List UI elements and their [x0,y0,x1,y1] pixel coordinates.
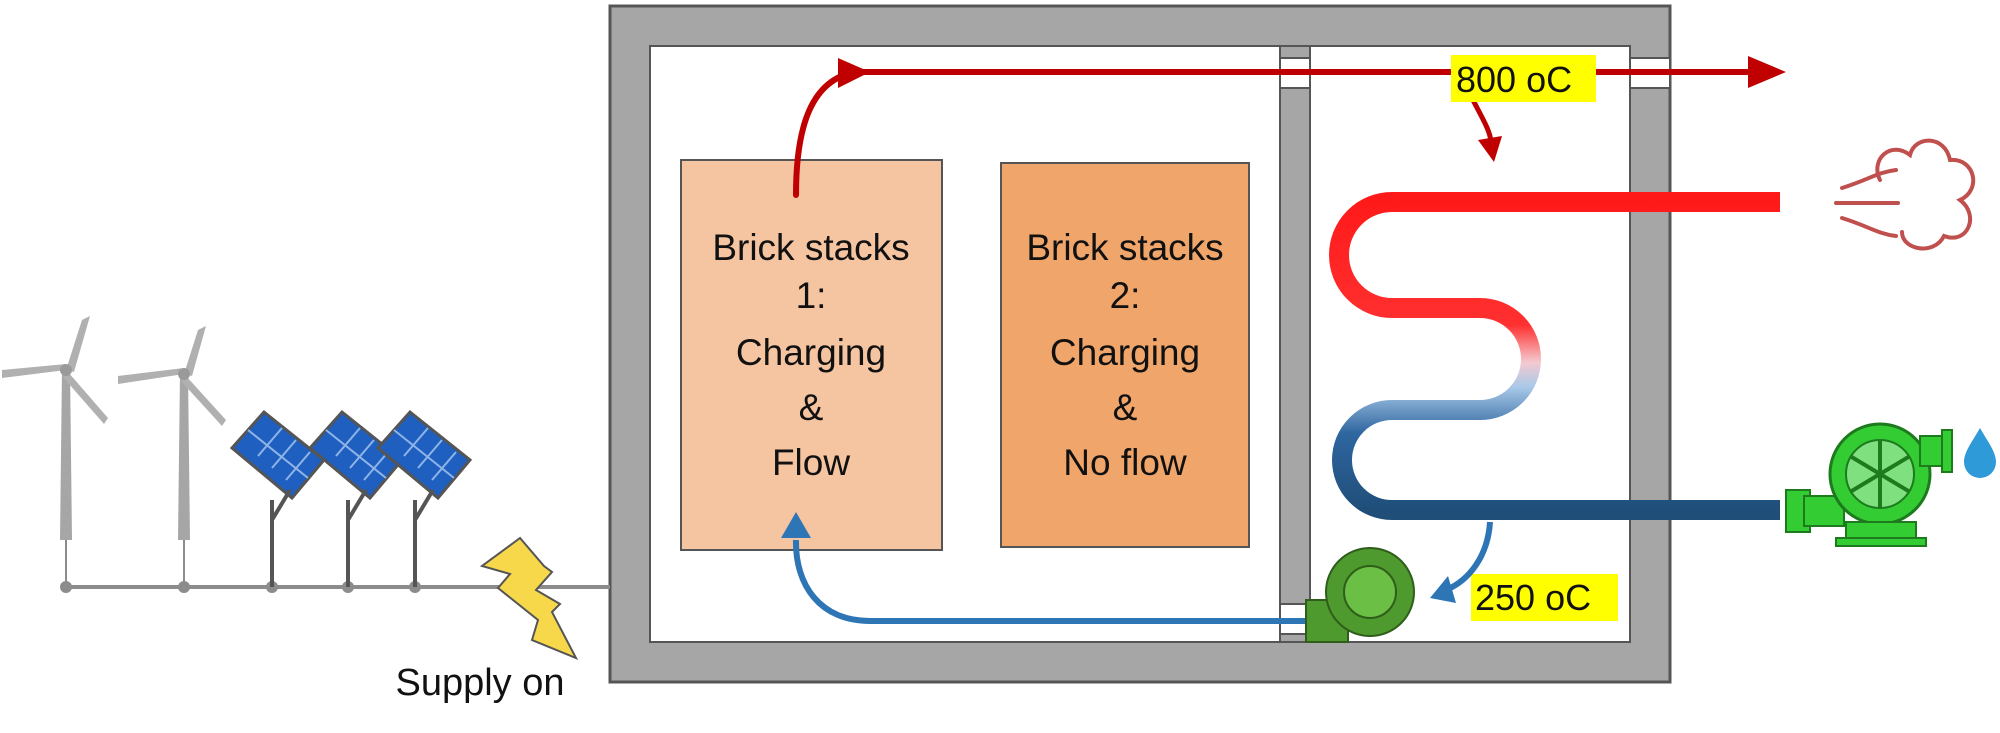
temp-hot-highlight [1451,55,1596,102]
stack-2-line-1: Brick stacks [1026,227,1223,268]
steam-icon [1834,138,1976,251]
hot-air-outlet-arrowhead [1748,56,1786,88]
temp-hot-label: 800 oC [1456,59,1572,100]
hot-air-riser-arrowhead [838,58,870,88]
solar-panel-icon [375,409,473,587]
supply-on-label: Supply on [395,662,564,704]
brick-stack-2: Brick stacks 2: Charging & No flow [1000,162,1250,548]
solar-panel-icon [307,409,405,587]
heat-exchanger-coil [1329,192,1780,520]
hot-air-to-coil-arrowhead [1478,136,1502,162]
partition-wall [1279,45,1311,643]
cool-air-from-coil [1444,521,1493,593]
cool-air-return [792,539,1312,624]
water-drop-icon [1964,428,1996,478]
stack-1-line-2: 1: [796,275,827,316]
stack-2-line-2: 2: [1110,275,1141,316]
stack-1-line-3: Charging [736,332,886,373]
stack-1-line-4: & [799,387,824,428]
stack-1-line-5: Flow [772,442,850,483]
brick-stack-1: Brick stacks 1: Charging & Flow [680,159,943,551]
lightning-bolt-icon [479,536,579,660]
stack-2-line-3: Charging [1050,332,1200,373]
wind-turbine-icon [2,316,108,587]
solar-panel-icon [229,409,327,587]
wind-turbine-icon [118,326,226,587]
stack-2-line-5: No flow [1063,442,1187,483]
stack-2-line-4: & [1113,387,1138,428]
temp-cold-highlight [1471,574,1618,621]
stack-1-line-1: Brick stacks [712,227,909,268]
temp-cold-label: 250 oC [1475,577,1591,618]
cool-air-return-arrowhead [781,512,811,538]
water-pump-icon [1785,422,1953,547]
fan-blower-icon [1305,547,1415,643]
cool-air-from-coil-arrowhead [1430,576,1456,603]
